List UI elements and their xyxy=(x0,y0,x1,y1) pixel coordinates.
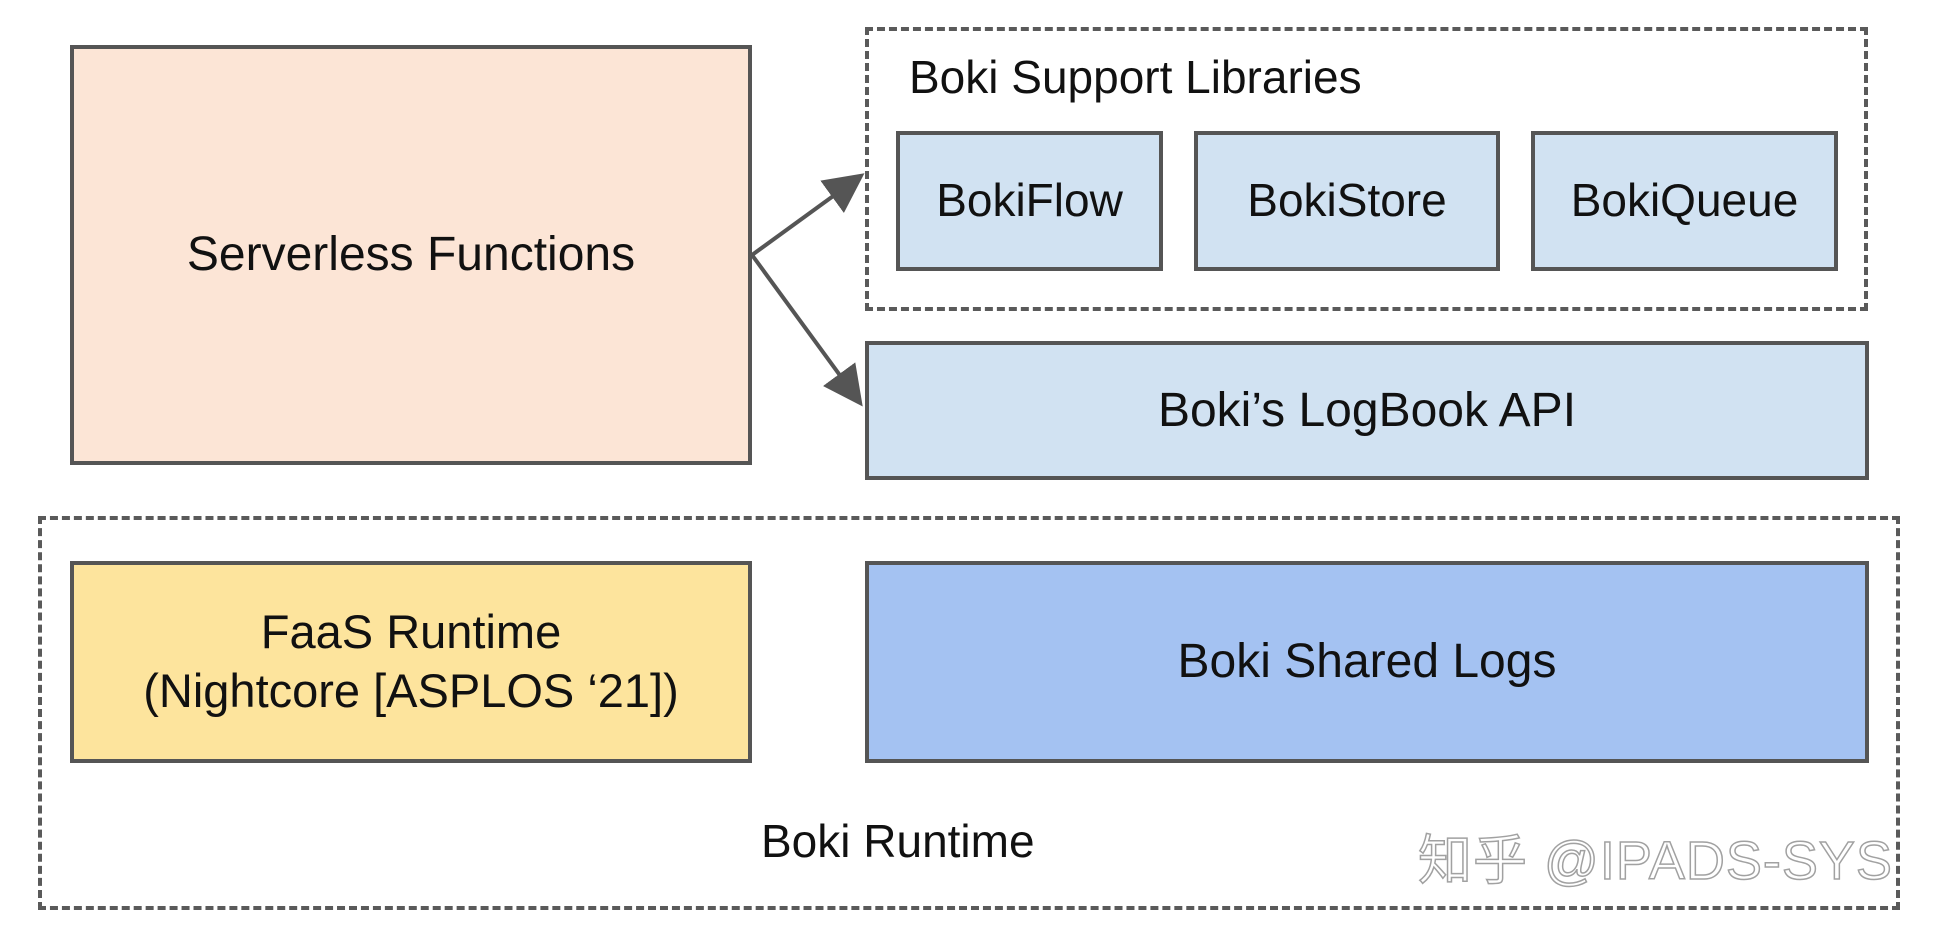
bokistore-box: BokiStore xyxy=(1194,131,1500,271)
logbook-api-box: Boki’s LogBook API xyxy=(865,341,1869,480)
nightcore-label: (Nightcore [ASPLOS ‘21]) xyxy=(143,664,679,717)
boki-runtime-label: Boki Runtime xyxy=(761,815,1035,867)
bokiqueue-label: BokiQueue xyxy=(1570,174,1799,227)
arrow-to-support-libraries xyxy=(750,173,865,257)
shared-logs-label: Boki Shared Logs xyxy=(1177,635,1557,688)
bokiflow-box: BokiFlow xyxy=(896,131,1163,271)
faas-runtime-label: FaaS Runtime xyxy=(260,605,562,659)
boki-runtime-container xyxy=(38,516,1900,910)
support-libraries-title: Boki Support Libraries xyxy=(909,51,1362,103)
logbook-api-label: Boki’s LogBook API xyxy=(1157,383,1577,437)
watermark: 知乎 @IPADS-SYS xyxy=(1417,830,1893,891)
bokistore-label: BokiStore xyxy=(1247,174,1447,227)
faas-runtime-box: FaaS Runtime (Nightcore [ASPLOS ‘21]) xyxy=(70,561,752,763)
arrow-to-logbook-api xyxy=(750,253,863,407)
shared-logs-box: Boki Shared Logs xyxy=(865,561,1869,763)
support-libraries-container xyxy=(865,27,1868,311)
bokiqueue-box: BokiQueue xyxy=(1531,131,1838,271)
bokiflow-label: BokiFlow xyxy=(936,174,1123,227)
serverless-functions-label: Serverless Functions xyxy=(186,228,636,281)
serverless-functions-box: Serverless Functions xyxy=(70,45,752,465)
